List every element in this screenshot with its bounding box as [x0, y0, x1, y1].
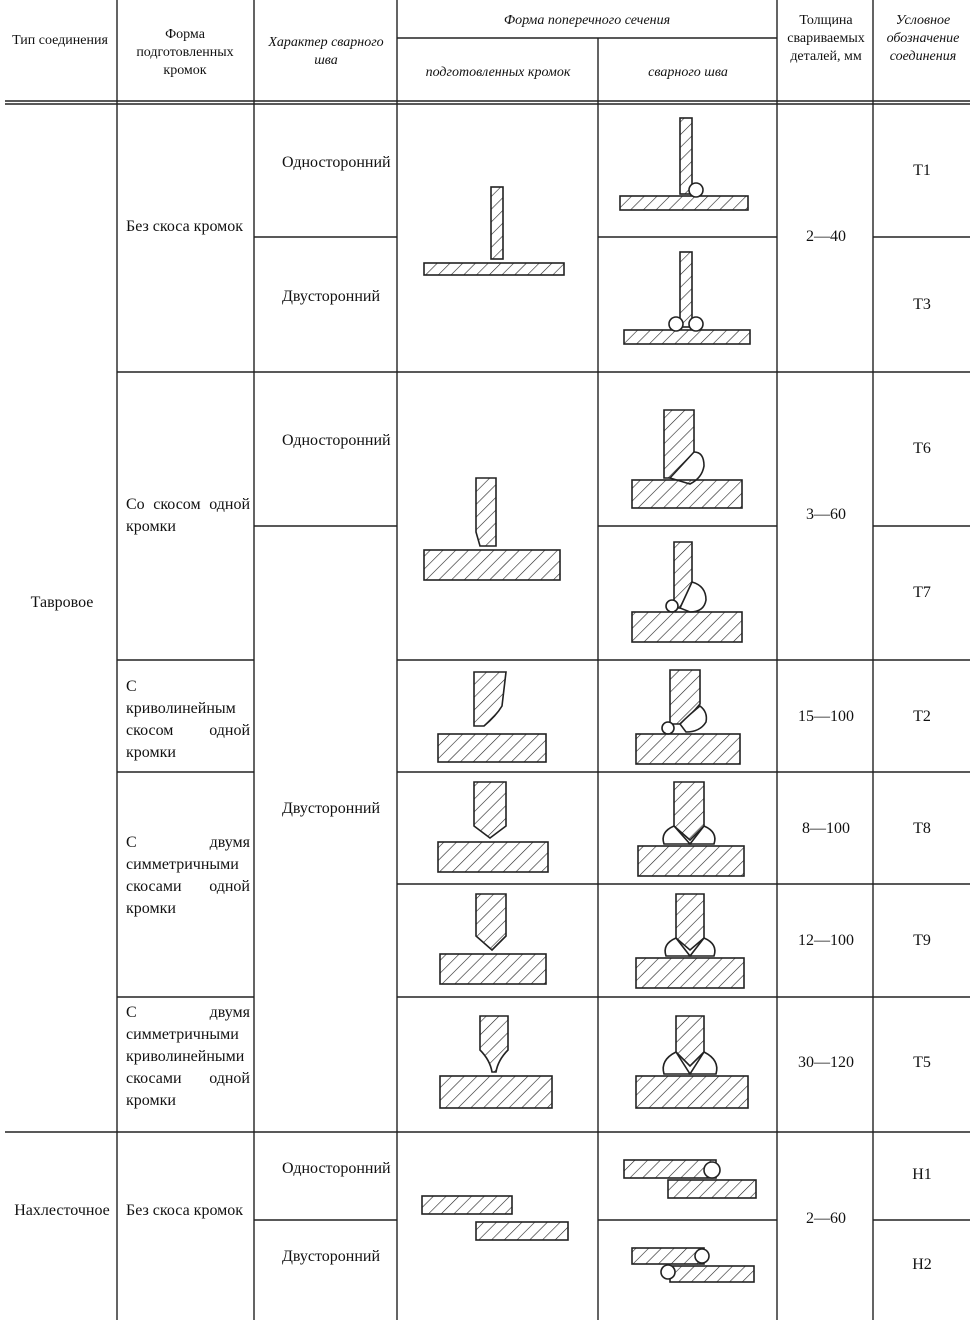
designation-h1: Н1 — [912, 1166, 932, 1183]
diagram-lap-prepared — [421, 1195, 569, 1241]
diagram-tee-single-bevel-one-sided-weld — [631, 409, 743, 509]
diagram-tee-curved-bevel-weld — [635, 669, 741, 765]
header-edge-form: Форма подготовленных кромок — [136, 27, 234, 78]
diagram-lap-two-sided-weld — [631, 1247, 755, 1283]
edge-form-single-bevel: Со скосом одной кромки — [126, 496, 250, 535]
joint-type-tee: Тавровое — [30, 594, 94, 611]
header-section-form: Форма поперечного сечения — [503, 13, 671, 28]
diagram-tee-double-curved-bevel-weld — [635, 1015, 749, 1109]
diagram-lap-one-sided-weld — [623, 1159, 757, 1199]
edge-form-curved-bevel: С криволинейным скосом одной кромки — [126, 678, 250, 761]
header-thickness: Толщина свариваемых деталей, мм — [787, 13, 865, 64]
designation-t8: Т8 — [913, 820, 931, 837]
edge-form-lap-no-bevel: Без скоса кромок — [126, 1202, 244, 1219]
designation-t1: Т1 — [913, 162, 931, 179]
weld-character-two-sided-3: Двусторонний — [282, 1248, 381, 1265]
header-designation: Условное обозначение соединения — [886, 13, 960, 64]
diagram-tee-no-bevel-prepared — [423, 186, 565, 276]
designation-t2: Т2 — [913, 708, 931, 725]
designation-t3: Т3 — [913, 296, 931, 313]
weld-character-one-sided-2: Односторонний — [282, 432, 391, 449]
thickness-lap: 2—60 — [806, 1210, 846, 1227]
weld-character-one-sided-1: Односторонний — [282, 154, 391, 171]
diagram-tee-double-bevel-weld-8 — [637, 781, 745, 877]
header-weld-seam: сварного шва — [648, 65, 728, 80]
header-weld-character: Характер сварного шва — [268, 35, 384, 68]
designation-t5: Т5 — [913, 1054, 931, 1071]
designation-t7: Т7 — [913, 584, 931, 601]
designation-t6: Т6 — [913, 440, 931, 457]
thickness-t1-t3: 2—40 — [806, 228, 846, 245]
diagram-tee-single-bevel-two-sided-weld — [631, 541, 743, 643]
diagram-tee-curved-bevel-prepared — [437, 671, 547, 763]
header-prepared-edges: подготовленных кромок — [425, 65, 571, 80]
header-joint-type: Тип соединения — [12, 33, 108, 48]
diagram-tee-no-bevel-two-sided-weld — [623, 251, 751, 345]
weld-character-two-sided-1: Двусторонний — [282, 288, 381, 305]
edge-form-no-bevel: Без скоса кромок — [126, 218, 244, 235]
diagram-tee-double-curved-bevel-prepared — [439, 1015, 553, 1109]
diagram-tee-no-bevel-one-sided-weld — [619, 117, 749, 211]
diagram-tee-double-bevel-weld-9 — [635, 893, 745, 989]
edge-form-double-curved-bevel: С двумя симметричными криволинейными ско… — [126, 1004, 250, 1109]
designation-t9: Т9 — [913, 932, 931, 949]
diagram-tee-double-bevel-prepared-8 — [437, 781, 549, 873]
weld-character-one-sided-3: Односторонний — [282, 1160, 391, 1177]
diagram-tee-double-bevel-prepared-9 — [439, 893, 547, 985]
designation-h2: Н2 — [912, 1256, 932, 1273]
joint-type-lap: Нахлесточное — [14, 1202, 110, 1219]
weld-character-two-sided-2: Двусторонний — [282, 800, 381, 817]
thickness-t9: 12—100 — [798, 932, 854, 949]
thickness-t6-t7: 3—60 — [806, 506, 846, 523]
diagram-tee-single-bevel-prepared — [423, 477, 561, 581]
edge-form-double-bevel: С двумя симметричными скосами одной кром… — [126, 834, 250, 917]
thickness-t2: 15—100 — [798, 708, 854, 725]
thickness-t8: 8—100 — [802, 820, 850, 837]
thickness-t5: 30—120 — [798, 1054, 854, 1071]
